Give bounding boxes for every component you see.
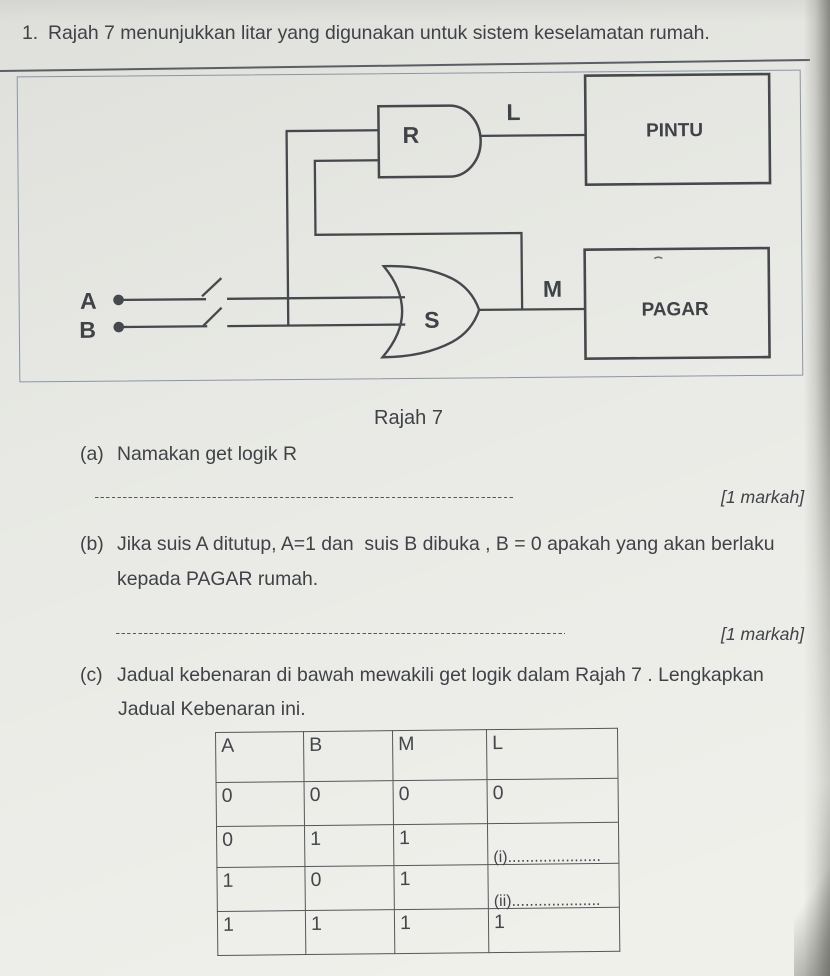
svg-text:M: M bbox=[543, 276, 562, 302]
svg-text:PAGAR: PAGAR bbox=[641, 299, 709, 321]
svg-text:R: R bbox=[402, 122, 419, 148]
svg-text:B: B bbox=[79, 317, 96, 343]
svg-text:S: S bbox=[424, 307, 440, 333]
svg-text:L: L bbox=[506, 99, 520, 125]
svg-text:A: A bbox=[80, 288, 97, 314]
svg-text:PINTU: PINTU bbox=[646, 120, 703, 141]
